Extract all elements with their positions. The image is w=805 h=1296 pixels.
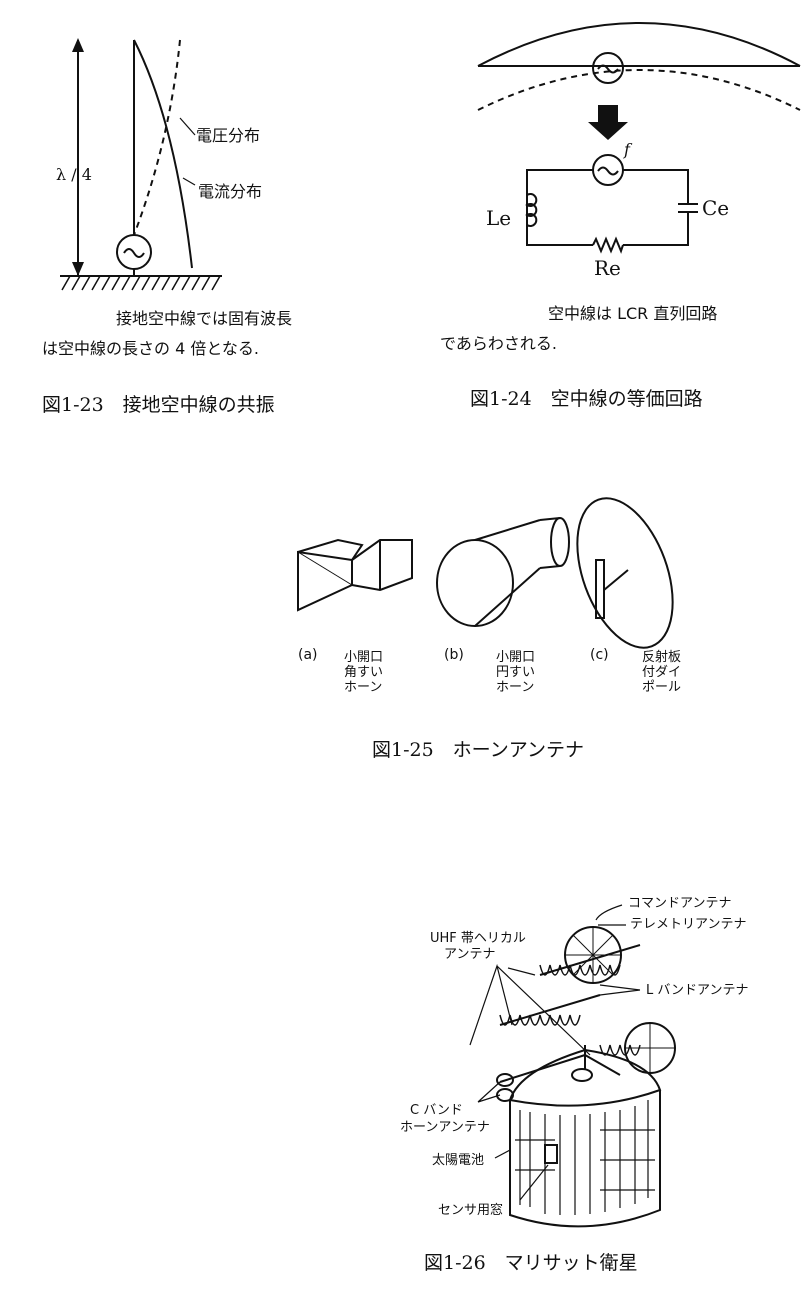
c-band-horn-label-line2: ホーンアンテナ	[400, 1120, 490, 1135]
current-distribution-curve	[133, 39, 193, 269]
voltage-distribution-label: 電圧分布	[196, 126, 261, 145]
reflector-dipole-drawing	[576, 497, 674, 649]
label-line: ホーン	[496, 680, 535, 695]
helical-antennas	[496, 926, 676, 1102]
down-arrow-icon	[588, 105, 628, 140]
fig23-text-line1: 接地空中線では固有波長	[116, 309, 293, 328]
solar-cell-label: 太陽電池	[432, 1153, 485, 1168]
label-line: 反射板	[642, 650, 682, 665]
current-distribution-label: 電流分布	[198, 182, 263, 201]
fig25-c-tag: (c)	[590, 647, 609, 663]
label-line: ホーン	[344, 680, 383, 695]
fig23-caption: 図1-23 接地空中線の共振	[42, 394, 275, 416]
resistor-icon	[592, 236, 624, 254]
fig24-text-line1: 空中線は LCR 直列回路	[548, 304, 718, 323]
fig25-caption: 図1-25 ホーンアンテナ	[372, 739, 584, 761]
inductance-label: Le	[486, 206, 512, 230]
inductor-icon	[525, 193, 538, 227]
fig25-b-tag: (b)	[444, 647, 464, 663]
uhf-antenna-label-line1: UHF 帯ヘリカル	[430, 931, 526, 946]
capacitance-label: Ce	[702, 196, 730, 220]
fig26-caption: 図1-26 マリサット衛星	[424, 1252, 638, 1274]
fig25-b-label: 小開口 円すい ホーン	[496, 650, 535, 695]
label-line: 付ダイ	[642, 665, 682, 680]
c-band-horn	[496, 1073, 514, 1087]
satellite-body	[509, 1048, 662, 1228]
pyramidal-horn-drawing	[297, 538, 413, 612]
fig25-a-tag: (a)	[298, 647, 318, 663]
sensor-window-label: センサ用窓	[438, 1203, 504, 1218]
fig24-text-line2: であらわされる.	[440, 334, 557, 353]
telemetry-antenna-label: テレメトリアンテナ	[630, 917, 747, 932]
fig23-text-line2: は空中線の長さの 4 倍となる.	[42, 339, 259, 358]
current-arc	[477, 22, 801, 67]
resistance-label: Re	[594, 256, 621, 280]
callout-lines	[469, 904, 641, 1201]
voltage-distribution-curve	[133, 39, 181, 236]
source-icon	[592, 52, 624, 84]
label-line: 小開口	[496, 650, 536, 665]
label-line: 小開口	[344, 650, 384, 665]
arrow-down	[72, 262, 84, 276]
label-line: 円すい	[496, 665, 536, 680]
lambda-quarter-label: λ / 4	[56, 165, 92, 184]
conical-horn-drawing	[436, 517, 570, 627]
label-line: ポール	[642, 680, 682, 695]
fig24-caption: 図1-24 空中線の等価回路	[470, 388, 703, 410]
fig25-c-label: 反射板 付ダイ ポール	[642, 650, 681, 695]
arrow-up	[72, 38, 84, 52]
uhf-antenna-label-line2: アンテナ	[444, 947, 496, 962]
l-band-antenna-label: L バンドアンテナ	[646, 983, 749, 998]
command-antenna-label: コマンドアンテナ	[628, 896, 732, 911]
f-label: f	[624, 140, 630, 159]
voltage-arc	[477, 69, 801, 111]
c-band-horn-label-line1: C バンド	[410, 1103, 463, 1118]
fig25-a-label: 小開口 角すい ホーン	[344, 650, 383, 695]
label-line: 角すい	[344, 665, 384, 680]
